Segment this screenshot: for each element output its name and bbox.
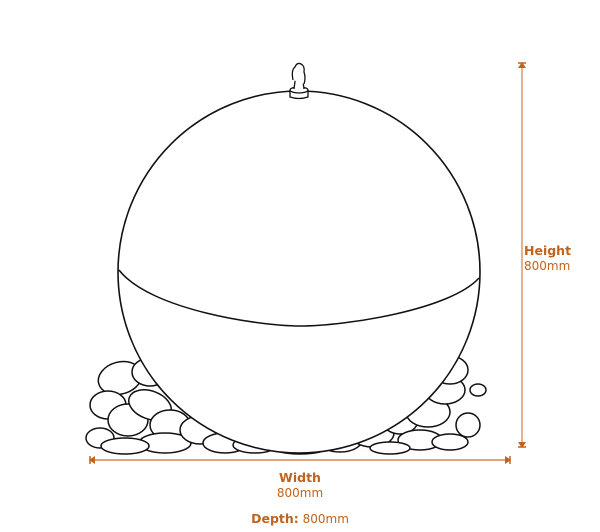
pebble-bed — [85, 355, 487, 455]
width-dimension-line — [89, 456, 511, 464]
height-dimension-line — [518, 62, 526, 448]
width-value: 800mm — [276, 486, 324, 500]
sphere — [117, 90, 481, 454]
depth-label-title: Depth: — [251, 511, 299, 526]
depth-label: Depth: 800mm — [200, 511, 400, 527]
fountain-spout-icon — [289, 62, 309, 100]
depth-value: 800mm — [302, 512, 349, 526]
height-value: 800mm — [524, 259, 571, 273]
width-label: Width 800mm — [250, 470, 350, 501]
height-label-title: Height — [524, 243, 572, 258]
width-label-title: Width — [279, 470, 321, 485]
height-label: Height 800mm — [524, 243, 571, 274]
